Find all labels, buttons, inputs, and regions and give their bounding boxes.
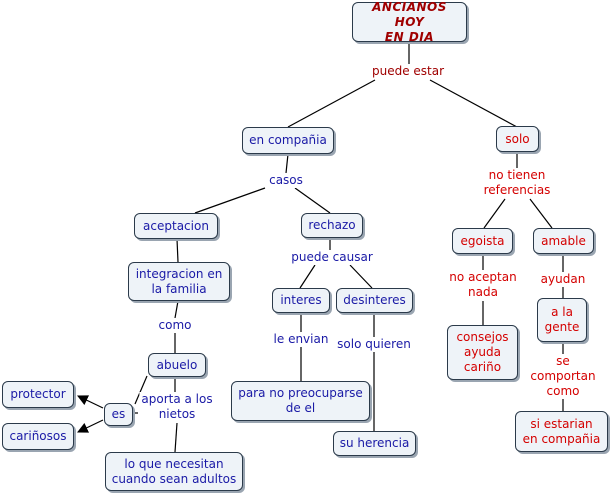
line-puede-estar-solo [429,79,518,128]
line-aporta-lo-que [174,422,178,453]
node-a-la-gente[interactable]: a la gente [537,298,587,342]
node-protector[interactable]: protector [2,381,74,408]
line-es-carinosos [77,419,104,433]
line-no-tienen-egoista [483,198,506,229]
node-amable[interactable]: amable [533,228,594,254]
node-para-no-preocuparse[interactable]: para no preocuparse de el [231,381,370,421]
node-carinosos[interactable]: cariñosos [2,423,74,450]
node-interes[interactable]: interes [272,288,330,313]
label-le-envian: le envian [271,332,331,347]
node-aceptacion[interactable]: aceptacion [134,213,218,239]
label-no-tienen-referencias: no tienen referencias [481,168,553,198]
node-consejos[interactable]: consejos ayuda cariño [447,325,518,380]
line-aceptacion-integracion [176,238,179,263]
node-egoista[interactable]: egoista [452,228,513,254]
node-si-estarian[interactable]: si estarian en compañia [515,411,608,452]
node-su-herencia[interactable]: su herencia [333,431,416,456]
label-puede-causar: puede causar [289,250,375,265]
label-casos: casos [267,173,305,188]
line-casos-rechazo [294,187,331,214]
line-no-tienen-amable [529,198,553,229]
node-lo-que-necesitan[interactable]: lo que necesitan cuando sean adultos [105,452,243,491]
line-puede-causar-desinteres [349,264,373,289]
line-puede-estar-en-compania [287,79,376,128]
label-se-comportan-como: se comportan como [528,354,598,399]
node-rechazo[interactable]: rechazo [301,213,363,238]
line-integracion-como [174,300,179,319]
node-solo[interactable]: solo [496,126,539,152]
label-ayudan: ayudan [538,272,588,287]
line-en-compania-casos [285,153,289,174]
line-puede-causar-interes [299,264,316,289]
label-solo-quieren: solo quieren [335,337,413,352]
node-abuelo[interactable]: abuelo [148,353,206,377]
label-no-aceptan-nada: no aceptan nada [447,270,519,300]
label-puede-estar: puede estar [369,64,447,79]
node-integracion-familia[interactable]: integracion en la familia [128,262,230,301]
label-aporta-a-los-nietos: aporta a los nietos [139,392,215,422]
node-desinteres[interactable]: desinteres [336,288,413,313]
line-es-protector [77,395,104,409]
root-node-title[interactable]: ANCIANOS HOY EN DIA [352,0,467,44]
label-como: como [156,318,194,333]
line-casos-aceptacion [194,187,266,214]
line-abuelo-es [134,375,148,405]
node-en-compania[interactable]: en compañia [242,127,334,154]
node-es[interactable]: es [104,403,133,426]
